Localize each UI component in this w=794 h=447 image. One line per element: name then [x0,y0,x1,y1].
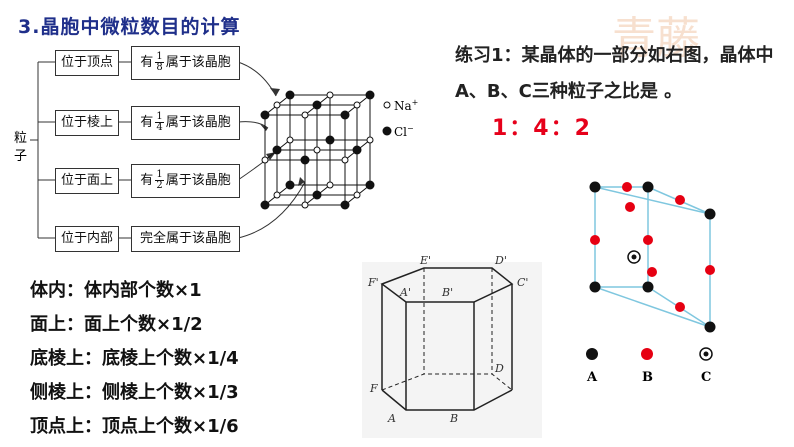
share-suffix: 属于该晶胞 [165,173,231,188]
cl-legend-label: Cl− [394,124,414,139]
share-prefix: 有 [140,173,154,188]
share-prefix: 有 [140,55,154,70]
triangular-prism-diagram [589,181,716,333]
branch-share-interior: 完全属于该晶胞 [131,226,240,252]
prism-label-d1: D' [495,254,507,267]
hex-prism-diagram: E' D' F' A' B' C' D F A B [362,254,542,438]
legend-label-c: C [701,370,712,385]
particle-label: 粒子 [14,131,28,164]
branch-position-vertex: 位于顶点 [55,50,119,76]
share-prefix: 有 [140,115,154,130]
exercise-answer: 1：4：2 [492,116,592,141]
legend-label-b: B [642,370,653,385]
legend-marker-b [641,348,653,360]
rule-bottom-edge: 底棱上：底棱上个数×1/4 [30,348,239,369]
nacl-unit-cell-diagram [260,90,392,210]
prism-label-a1: A' [400,286,411,299]
branch-position-edge: 位于棱上 [55,110,119,136]
share-suffix: 属于该晶胞 [165,55,231,70]
particle-legend [586,347,713,361]
prism-label-b1: B' [442,286,454,299]
rule-interior: 体内：体内部个数×1 [30,280,202,301]
prism-label-d: D [495,362,504,375]
prism-label-c1: C' [517,276,529,289]
rule-side-edge: 侧棱上：侧棱上个数×1/3 [30,382,239,403]
prism-label-f: F [370,382,378,395]
slide-title: 3.晶胞中微粒数目的计算 [18,16,241,38]
rule-vertex: 顶点上：顶点上个数×1/6 [30,416,239,437]
prism-label-b: B [450,412,459,425]
cl-legend-marker [382,126,392,136]
branch-position-interior: 位于内部 [55,226,119,252]
legend-label-a: A [587,370,598,385]
rule-face: 面上：面上个数×1/2 [30,314,203,335]
prism-label-e1: E' [420,254,432,267]
branch-position-face: 位于面上 [55,168,119,194]
prism-label-a: A [388,412,396,425]
legend-marker-a [586,348,598,360]
exercise-text: 练习1：某晶体的一部分如右图，晶体中A、B、C三种粒子之比是 。 [455,45,774,102]
na-legend-label: Na+ [394,98,419,113]
watermark-logo: 青藤 [612,13,700,64]
na-legend-marker [383,101,391,109]
prism-label-f1: F' [368,276,379,289]
share-suffix: 属于该晶胞 [165,115,231,130]
